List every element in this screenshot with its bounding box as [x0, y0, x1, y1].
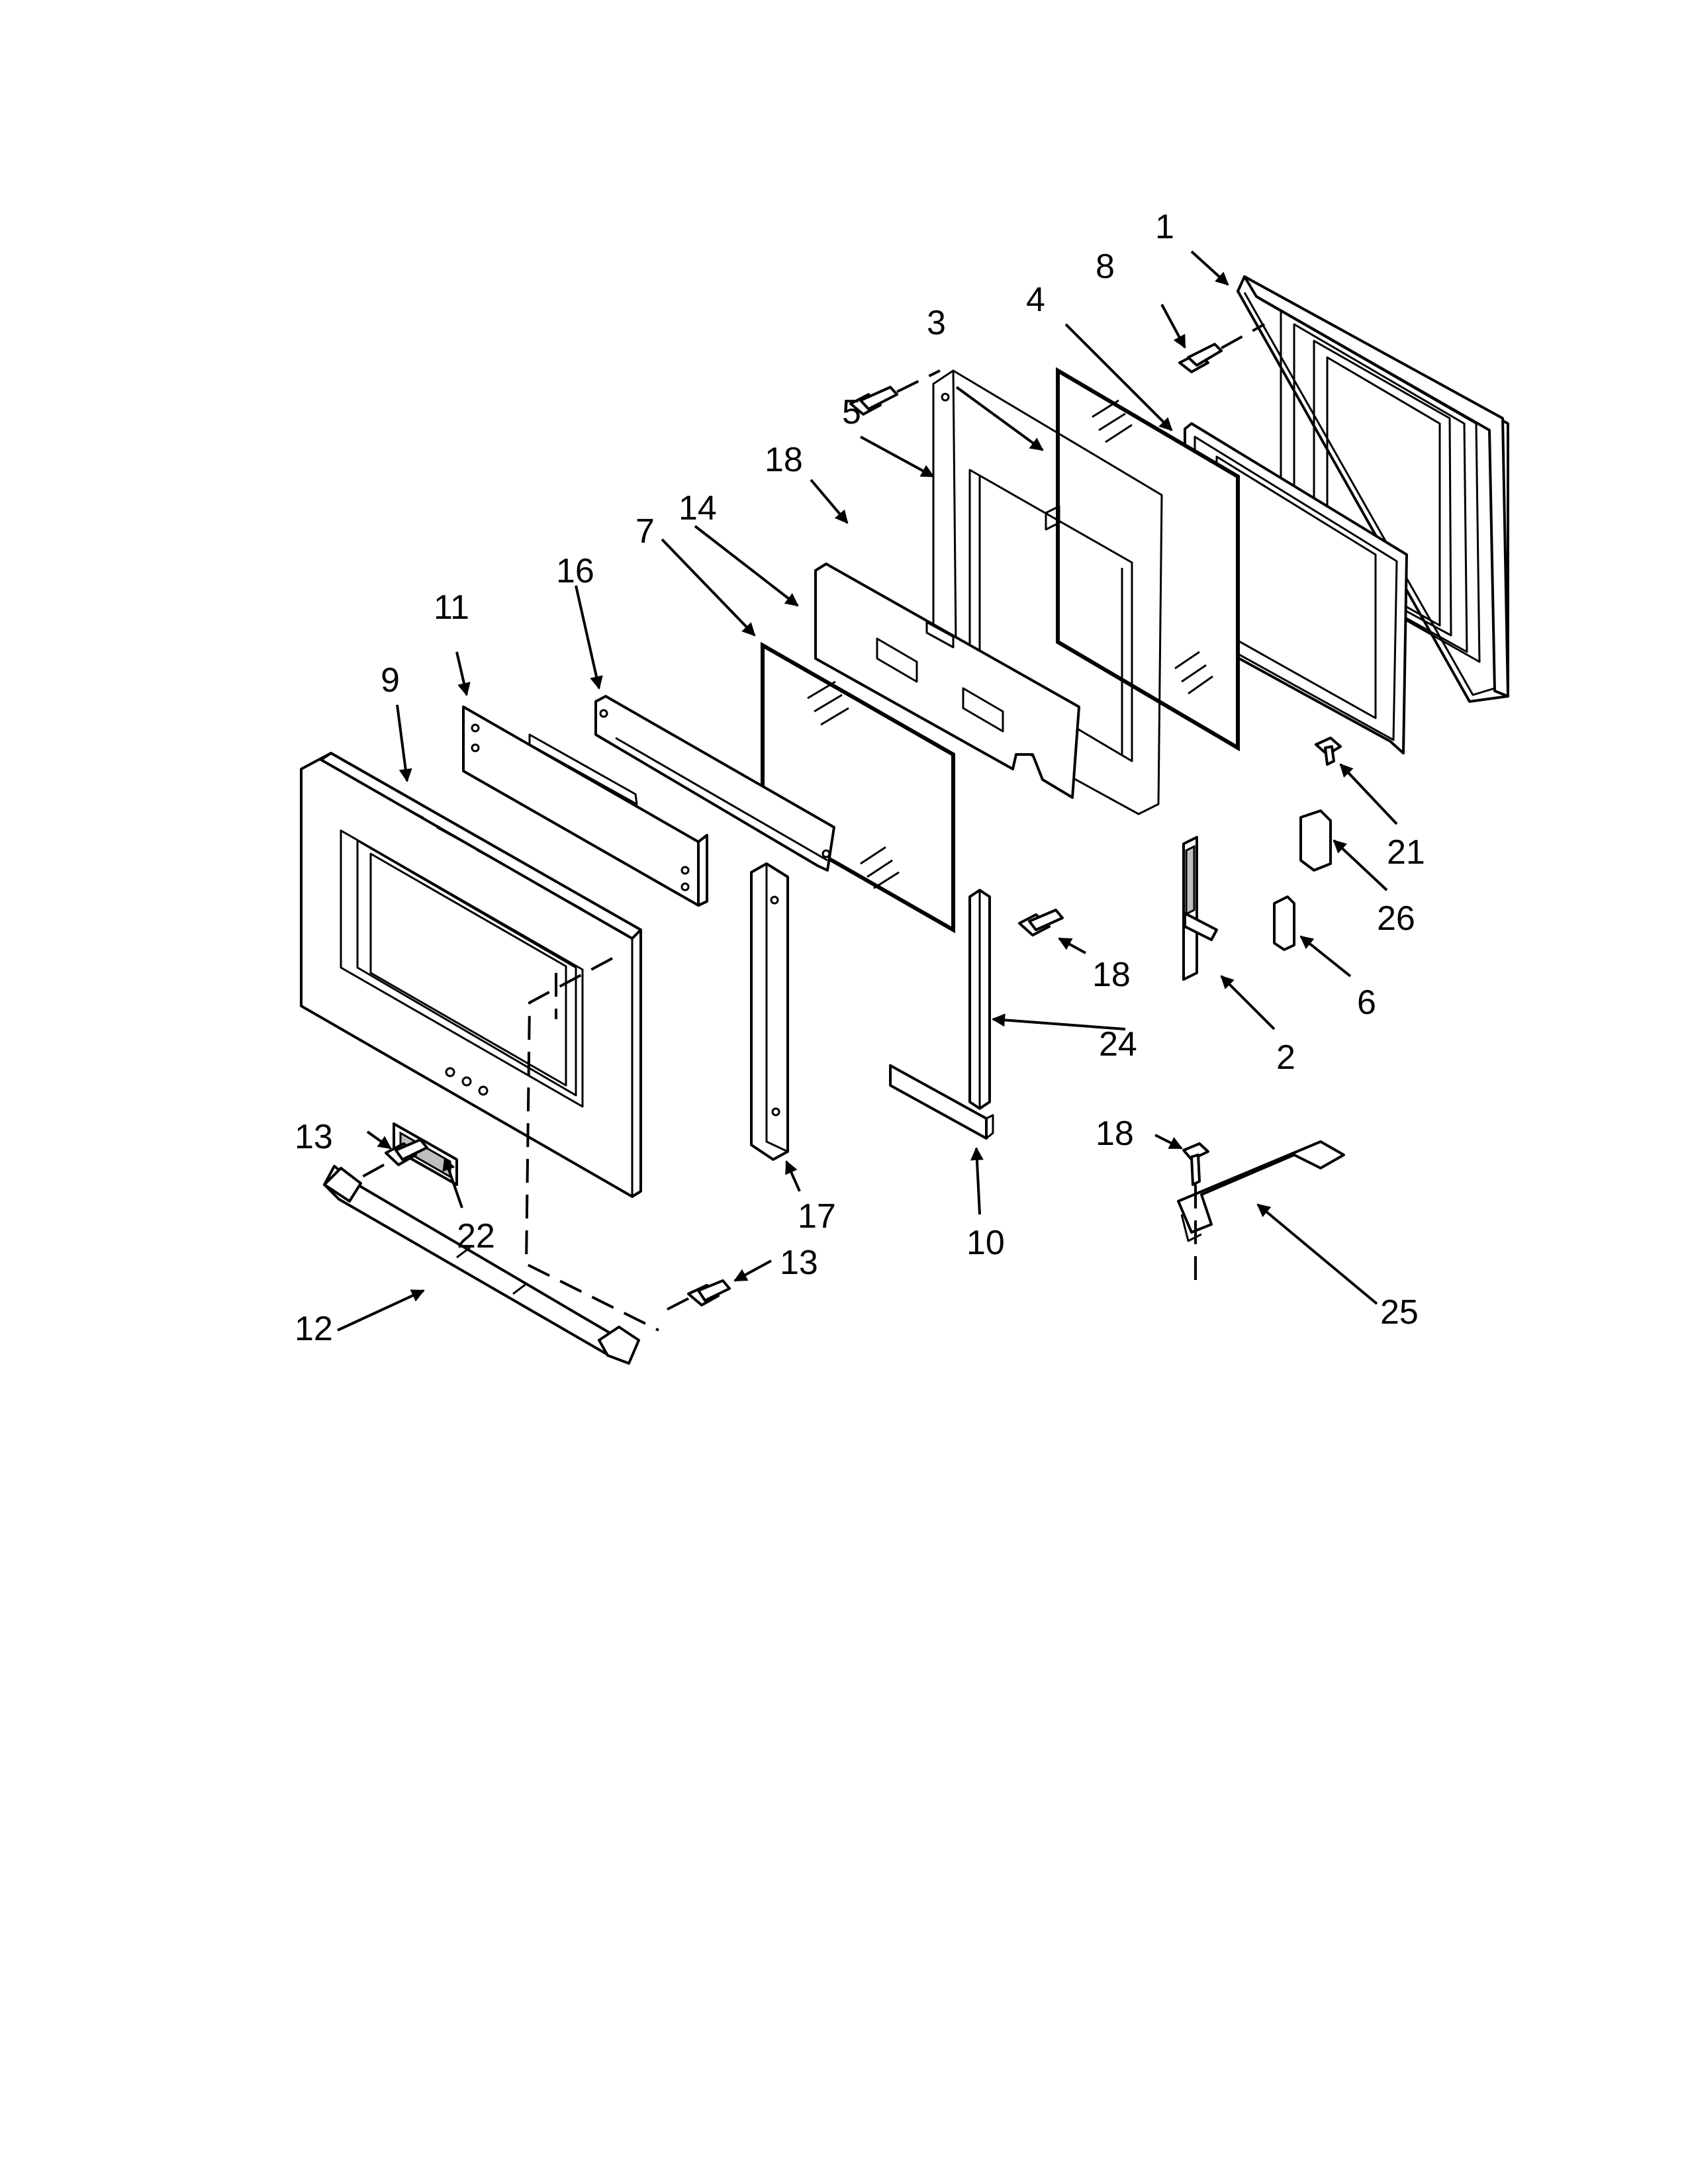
screw-13-a: [357, 1138, 428, 1181]
bracket-10: [889, 1064, 994, 1140]
callout-21: 21: [1387, 833, 1425, 872]
callout-13: 13: [780, 1244, 818, 1282]
hinge-2: [1182, 836, 1218, 981]
screw-13-b: [658, 1279, 731, 1315]
badge-22: [393, 1122, 458, 1186]
leader-lines: [337, 250, 1398, 1332]
callout-6: 6: [1357, 983, 1376, 1022]
side-strip-17: [750, 862, 789, 1161]
trim-panel-11: [462, 705, 708, 907]
callout-14: 14: [679, 489, 717, 527]
callout-8: 8: [1096, 248, 1115, 286]
callout-11: 11: [434, 588, 469, 627]
callout-5: 5: [842, 393, 861, 432]
screw-21: [1315, 737, 1342, 766]
callout-18: 18: [1092, 956, 1131, 994]
callout-1: 1: [1155, 208, 1174, 246]
glass-panel-3: [1056, 367, 1240, 752]
callout-13: 13: [295, 1118, 333, 1156]
screw-18-b: [1018, 909, 1064, 936]
callout-25: 25: [1380, 1293, 1419, 1332]
callout-7: 7: [635, 512, 655, 551]
rail-16: [594, 695, 835, 872]
clip-26: [1299, 809, 1332, 872]
callout-12: 12: [295, 1310, 333, 1348]
callout-24: 24: [1099, 1025, 1137, 1064]
callout-3: 3: [927, 304, 946, 342]
callout-16: 16: [556, 552, 594, 590]
callout-18: 18: [1096, 1115, 1134, 1153]
callout-18: 18: [765, 441, 803, 479]
glass-panel-7: [761, 641, 955, 934]
outer-door-9: [300, 752, 642, 1198]
callout-9: 9: [381, 661, 400, 700]
callout-4: 4: [1026, 281, 1045, 319]
inner-door-panel: [1237, 275, 1509, 703]
callout-22: 22: [457, 1217, 495, 1255]
assembly-lines: [524, 957, 659, 1332]
bracket-25: [1177, 1140, 1345, 1242]
callout-labels: 1 8 4 3 5 18 14 7 16 11 9 21 26 6 2 18 2…: [295, 208, 1425, 1348]
hinge-bracket-24: [968, 889, 991, 1110]
screw-18-c: [1182, 1142, 1209, 1284]
callout-17: 17: [798, 1197, 836, 1236]
screw-8: [1178, 323, 1265, 373]
callout-26: 26: [1377, 899, 1415, 938]
latch-6: [1273, 895, 1295, 951]
callout-2: 2: [1276, 1038, 1295, 1077]
callout-10: 10: [966, 1224, 1005, 1262]
handle-12: [323, 1165, 640, 1365]
screw-18-a: [849, 369, 941, 416]
heat-shield-14: [814, 563, 1080, 799]
